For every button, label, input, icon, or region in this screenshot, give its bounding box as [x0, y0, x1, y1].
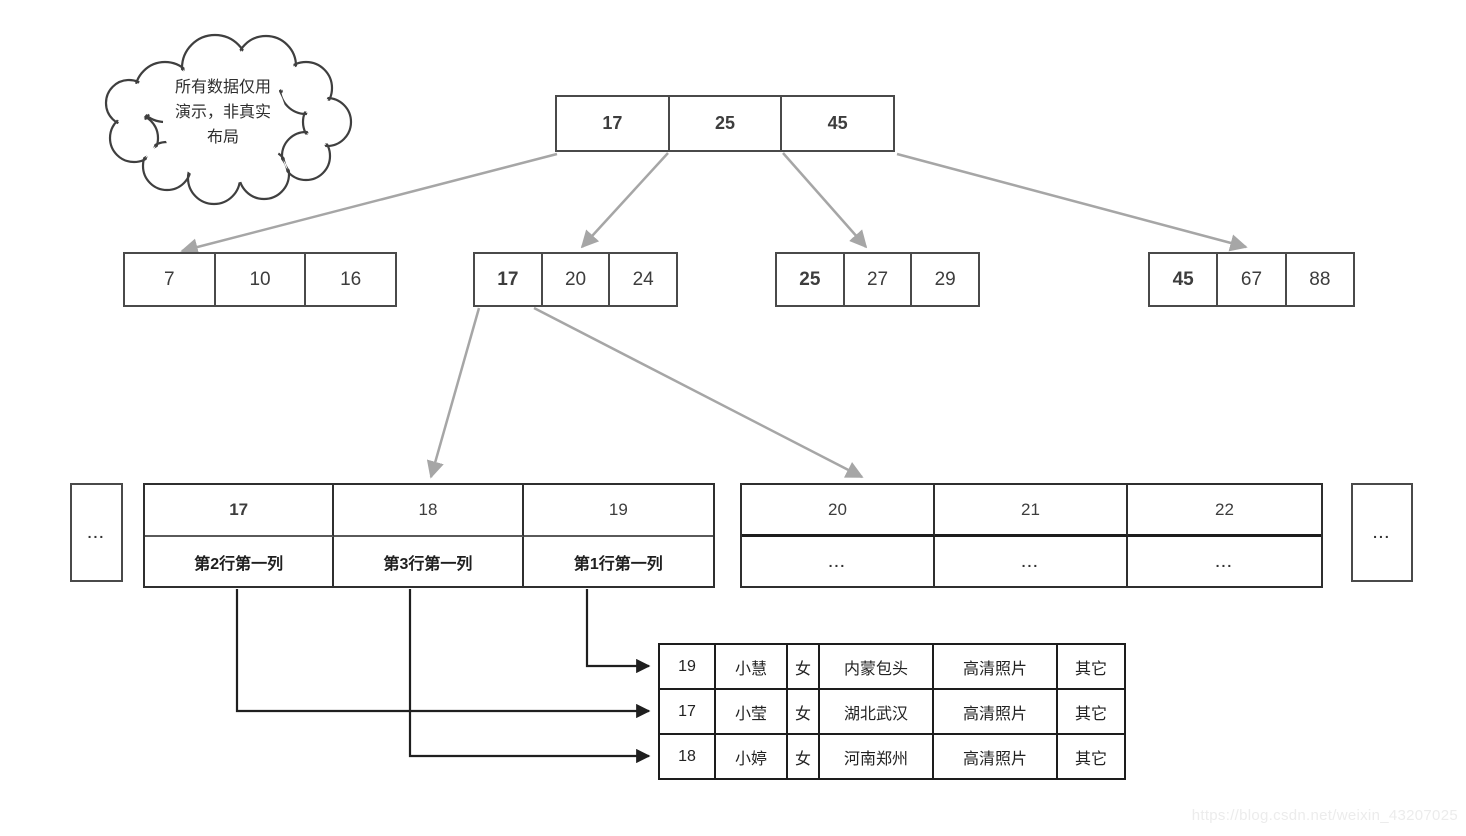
pointer-row1-to-19: [585, 589, 651, 674]
node2-key-24: 24: [632, 268, 654, 290]
leaf-table-20-21-22: 20 21 22 ... ... ...: [740, 483, 1323, 588]
csdn-watermark: https://blog.csdn.net/weixin_43207025: [1191, 807, 1458, 824]
leaf-right-header-20: 20: [742, 485, 935, 537]
node3-key-29: 29: [934, 268, 956, 290]
record-name: 小慧: [716, 645, 788, 688]
record-gender: 女: [788, 645, 820, 688]
leaf-ellipsis-left-box: ...: [70, 483, 123, 582]
cloud-outline: [104, 33, 353, 206]
node4-key-45: 45: [1150, 254, 1219, 305]
node1-key-7: 7: [125, 254, 216, 305]
edge-node2-to-leaf-left: [426, 307, 481, 479]
table-row: 17 小莹 女 湖北武汉 高清照片 其它: [660, 690, 1124, 735]
node3-key-27: 27: [845, 254, 913, 305]
record-name: 小莹: [716, 690, 788, 733]
leaf-right-label-ellipsis-2: ...: [935, 537, 1128, 586]
root-node: 17 25 45: [555, 95, 895, 152]
root-key-25: 25: [670, 97, 783, 150]
leaf-right-label-ellipsis-3: ...: [1215, 553, 1234, 570]
leaf-left-header-19: 19: [523, 485, 713, 537]
record-gender: 女: [788, 690, 820, 733]
leaf-left-label-row3col1: 第3行第一列: [334, 537, 524, 586]
node1-key-10: 10: [216, 254, 307, 305]
edge-node2-to-leaf-right: [533, 306, 864, 479]
node1-key-16: 16: [340, 268, 362, 290]
record-gender: 女: [788, 735, 820, 778]
record-id: 19: [660, 645, 716, 688]
leaf-left-label-row1col1: 第1行第一列: [573, 555, 663, 573]
pointer-row3-to-18: [408, 589, 651, 764]
leaf-right-label-ellipsis-1: ...: [742, 537, 935, 586]
node4-key-88: 88: [1309, 268, 1331, 290]
record-other: 其它: [1074, 705, 1107, 723]
leaf-ellipsis-right-box: ...: [1351, 483, 1413, 582]
pointer-row2-to-17: [235, 589, 651, 719]
cloud-annotation: 所有数据仅用 演示，非真实 布局: [138, 76, 308, 150]
node-7-10-16: 7 10 16: [123, 252, 397, 307]
node-25-27-29: 25 27 29: [775, 252, 980, 307]
edge-root-to-node2: [580, 152, 669, 249]
edge-root-to-node1: [180, 152, 558, 256]
record-other: 其它: [1074, 750, 1107, 768]
cloud-line-3: 布局: [206, 128, 239, 146]
node4-key-67: 67: [1218, 254, 1287, 305]
leaf-table-17-18-19: 17 18 19 第2行第一列 第3行第一列 第1行第一列: [143, 483, 715, 588]
record-city: 河南郑州: [820, 735, 934, 778]
node3-key-25: 25: [777, 254, 845, 305]
cloud-line-2: 演示，非真实: [174, 103, 271, 121]
record-city: 湖北武汉: [820, 690, 934, 733]
leaf-left-header-18: 18: [334, 485, 524, 537]
tree-edges: [180, 152, 1248, 479]
record-city: 内蒙包头: [820, 645, 934, 688]
leaf-right-header-22: 22: [1128, 485, 1321, 537]
row-pointer-arrows: [235, 589, 651, 764]
record-table: 19 小慧 女 内蒙包头 高清照片 其它 17 小莹 女 湖北武汉 高清照片 其…: [658, 643, 1126, 780]
root-key-17: 17: [557, 97, 670, 150]
edge-root-to-node3: [782, 152, 868, 249]
leaf-left-header-17: 17: [145, 485, 335, 537]
record-photo: 高清照片: [934, 735, 1058, 778]
record-name: 小婷: [716, 735, 788, 778]
node2-key-20: 20: [543, 254, 611, 305]
record-photo: 高清照片: [934, 645, 1058, 688]
cloud-line-1: 所有数据仅用: [174, 79, 271, 96]
record-id: 18: [660, 735, 716, 778]
leaf-left-label-row2col1: 第2行第一列: [145, 537, 335, 586]
edge-root-to-node4: [896, 152, 1248, 252]
node-45-67-88: 45 67 88: [1148, 252, 1355, 307]
table-row: 18 小婷 女 河南郑州 高清照片 其它: [660, 735, 1124, 778]
table-row: 19 小慧 女 内蒙包头 高清照片 其它: [660, 645, 1124, 690]
leaf-right-header-21: 21: [935, 485, 1128, 537]
node-17-20-24: 17 20 24: [473, 252, 678, 307]
record-photo: 高清照片: [934, 690, 1058, 733]
node2-key-17: 17: [475, 254, 543, 305]
record-other: 其它: [1074, 660, 1107, 678]
root-key-45: 45: [827, 113, 848, 133]
record-id: 17: [660, 690, 716, 733]
